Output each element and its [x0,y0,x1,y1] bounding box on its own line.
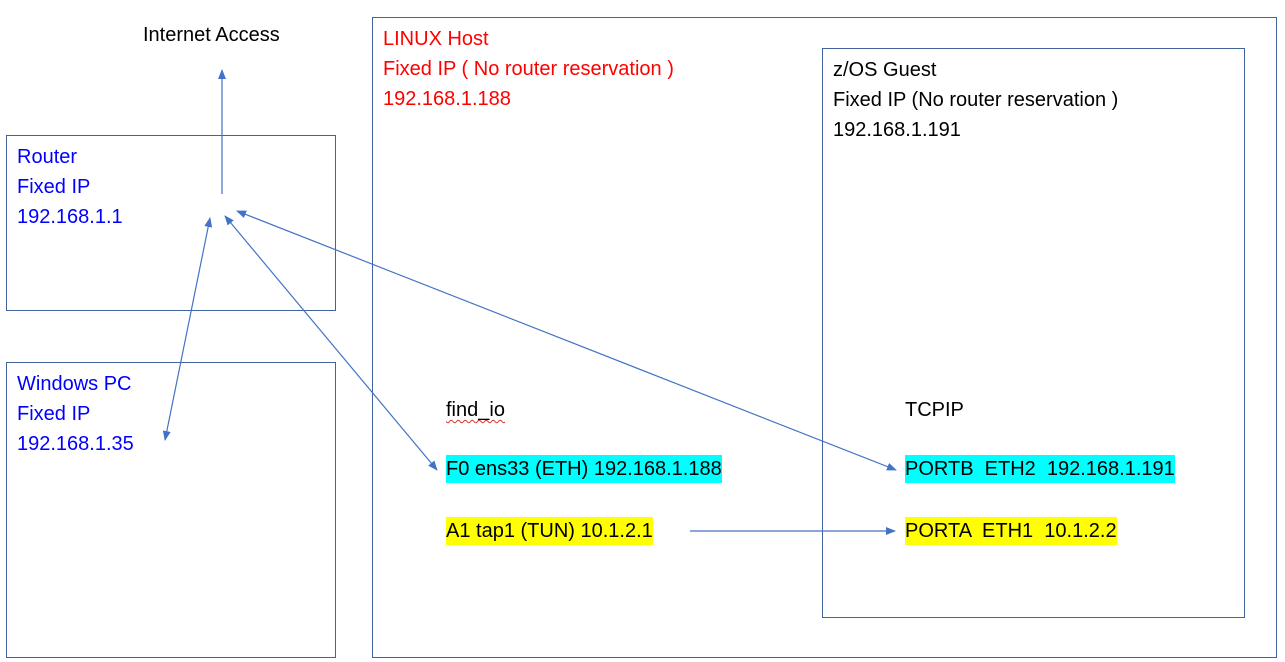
zos-guest-title: z/OS Guest [833,59,937,81]
tcpip-label: TCPIP [905,399,964,421]
find-io-a1-tun: A1 tap1 (TUN) 10.1.2.1 [446,517,653,545]
router-ip: 192.168.1.1 [17,206,123,228]
zos-guest-ip-type: Fixed IP (No router reservation ) [833,89,1119,111]
windows-pc-ip: 192.168.1.35 [17,433,134,455]
windows-pc-ip-type: Fixed IP [17,403,91,425]
router-title: Router [17,146,78,168]
tcpip-porta-eth1: PORTA ETH1 10.1.2.2 [905,517,1117,545]
tcpip-portb-eth2: PORTB ETH2 192.168.1.191 [905,455,1175,483]
arrow-router-portb [236,210,897,471]
windows-pc-title: Windows PC [17,373,132,395]
arrow-router-f0 [224,215,438,471]
linux-host-title: LINUX Host [383,28,489,50]
linux-host-ip-type: Fixed IP ( No router reservation ) [383,58,674,80]
router-ip-type: Fixed IP [17,176,91,198]
linux-host-ip: 192.168.1.188 [383,88,511,110]
zos-guest-ip: 192.168.1.191 [833,119,961,141]
internet-access-label: Internet Access [143,24,280,46]
arrow-router-windows [162,217,213,441]
